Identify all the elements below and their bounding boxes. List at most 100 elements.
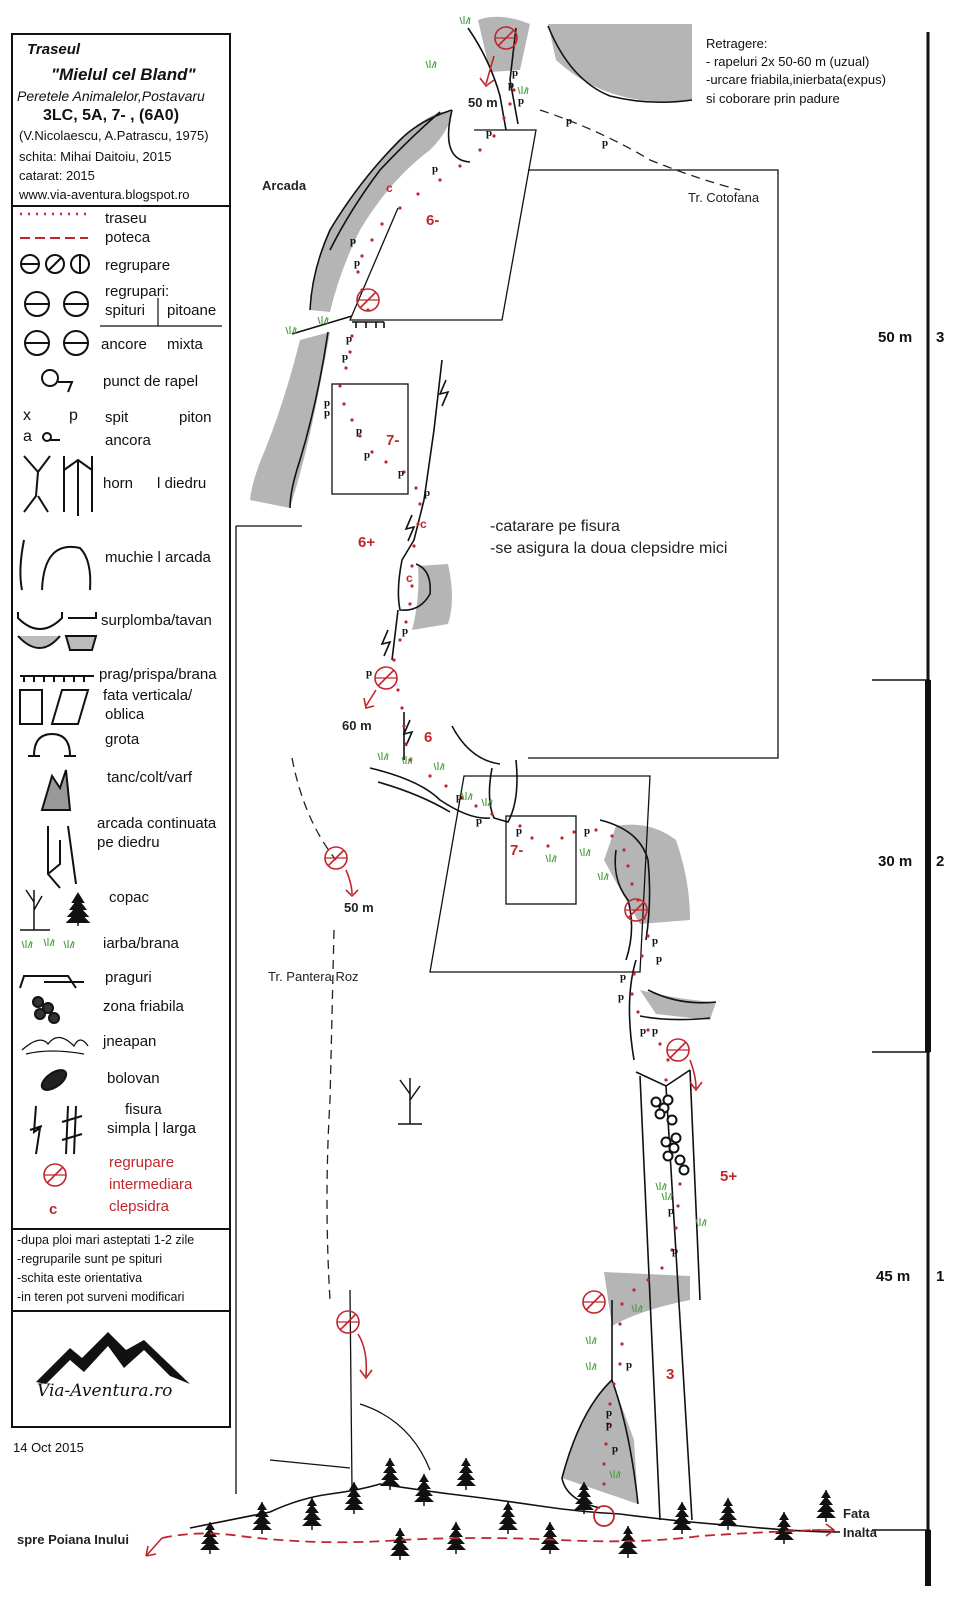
svg-text:p: p: [652, 1025, 658, 1037]
legend-muchie: muchie l arcada: [105, 549, 211, 566]
svg-text:p: p: [602, 137, 608, 149]
approach-trail: [161, 1529, 821, 1544]
legend-iarba: iarba/brana: [103, 935, 179, 952]
crack-note-1: -catarare pe fisura: [490, 518, 620, 535]
svg-text:p: p: [612, 1443, 618, 1455]
grade-6: 6: [424, 729, 433, 746]
legend-fata-verticala: fata verticala/: [103, 687, 193, 704]
legend-jneapan: jneapan: [103, 1033, 157, 1050]
approach-left-label: spre Poiana Inului: [17, 1532, 129, 1547]
svg-text:p: p: [476, 815, 482, 827]
legend-grota: grota: [105, 731, 140, 748]
svg-text:p: p: [324, 397, 330, 409]
note-2: -regruparile sunt pe spituri: [17, 1252, 163, 1266]
legend-copac: copac: [109, 889, 150, 906]
svg-text:p: p: [456, 791, 462, 803]
note-3: -schita este orientativa: [17, 1271, 143, 1285]
legend-x-symbol: x: [23, 407, 31, 424]
sketch-author: schita: Mihai Daitoiu, 2015: [19, 149, 172, 164]
grade-6-minus: 6-: [426, 212, 440, 229]
svg-text:p: p: [486, 127, 492, 139]
pitch3-length: 50 m: [878, 329, 913, 346]
legend-oblica: oblica: [105, 706, 145, 723]
legend-prag: prag/prispa/brana: [99, 666, 217, 683]
legend-spituri: spituri: [105, 302, 146, 319]
rappel-length-top: 50 m: [468, 95, 498, 110]
logo-mountains: [36, 1332, 190, 1384]
rock-lines: [189, 25, 841, 1533]
retreat-line2: -urcare friabila,inierbata(expus): [706, 72, 886, 87]
legend-praguri: praguri: [105, 969, 152, 986]
svg-text:p: p: [364, 449, 370, 461]
svg-text:p: p: [626, 1359, 632, 1371]
header-label: Traseul: [27, 41, 81, 58]
legend-arcada-continuata: arcada continuata: [97, 815, 217, 832]
legend-bolovan: bolovan: [107, 1070, 160, 1087]
legend-p-symbol: p: [69, 407, 78, 424]
trail-arrow-left: [145, 1537, 163, 1557]
svg-text:p: p: [432, 163, 438, 175]
svg-text:p: p: [398, 467, 404, 479]
svg-text:p: p: [606, 1407, 612, 1419]
svg-text:p: p: [366, 667, 372, 679]
arcada-label: Arcada: [262, 178, 307, 193]
rock-shading: [250, 16, 716, 1504]
clepsidra-marks: c c c: [386, 181, 427, 585]
svg-text:p: p: [350, 235, 356, 247]
pitch3-number: 3: [936, 329, 945, 346]
crack-note-2: -se asigura la doua clepsidre mici: [490, 540, 728, 557]
svg-text:c: c: [420, 517, 427, 531]
svg-text:p: p: [346, 333, 352, 345]
svg-text:p: p: [402, 625, 408, 637]
route-grade-line: 3LC, 5A, 7- , (6A0): [43, 107, 180, 124]
retreat-title: Retragere:: [706, 36, 768, 51]
svg-text:c: c: [386, 181, 393, 195]
legend-spit: spit: [105, 409, 129, 426]
sketch-date: 14 Oct 2015: [13, 1440, 84, 1455]
route-location: Peretele Animalelor,Postavaru: [17, 88, 205, 104]
svg-text:p: p: [354, 257, 360, 269]
legend-a-symbol: a: [23, 428, 32, 445]
rappel-arrows: [345, 55, 703, 1380]
trail-arrow-right: [812, 1523, 836, 1537]
legend-divider: [13, 205, 229, 207]
legend-fisura-types: simpla | larga: [107, 1120, 196, 1137]
note-1: -dupa ploi mari asteptati 1-2 zile: [17, 1233, 195, 1247]
pitch2-number: 2: [936, 853, 945, 870]
legend-divider: [13, 1310, 229, 1312]
legend-horn: horn: [103, 475, 134, 492]
pitch1-number: 1: [936, 1268, 945, 1285]
svg-text:p: p: [512, 67, 518, 79]
pitch1-length: 45 m: [876, 1268, 911, 1285]
bare-tree: [398, 1078, 422, 1125]
approach-right-label-2: Inalta: [843, 1525, 877, 1540]
legend-c-symbol: c: [49, 1201, 58, 1218]
rappel-length-left: 50 m: [344, 900, 374, 915]
legend-divider: [13, 1228, 229, 1230]
grade-7-minus-mid: 7-: [510, 842, 524, 859]
climbed-year: catarat: 2015: [19, 168, 95, 183]
legend-pe-diedru: pe diedru: [97, 834, 160, 851]
legend-ancore: ancore: [101, 336, 147, 353]
retreat-line1: - rapeluri 2x 50-60 m (uzual): [706, 54, 870, 69]
loose-rock-zone: [650, 1094, 690, 1176]
svg-text:c: c: [406, 571, 413, 585]
svg-text:p: p: [652, 935, 658, 947]
legend-panel: Traseul "Mielul cel Bland" Peretele Anim…: [11, 33, 231, 1428]
legend-traseu: traseu: [105, 210, 147, 227]
legend-mixta: mixta: [167, 336, 203, 353]
legend-icons: [20, 212, 88, 239]
legend-regrupare-intermediara: regrupare: [109, 1154, 175, 1171]
legend-pitoane: pitoane: [167, 302, 217, 319]
legend-poteca: poteca: [105, 229, 151, 246]
rappel-length-mid: 60 m: [342, 718, 372, 733]
legend-tanc: tanc/colt/varf: [107, 769, 193, 786]
grade-5-plus: 5+: [720, 1168, 738, 1185]
legend-clepsidra: clepsidra: [109, 1198, 170, 1215]
svg-text:p: p: [518, 95, 524, 107]
svg-text:p: p: [620, 971, 626, 983]
route-name: "Mielul cel Bland": [51, 65, 196, 84]
svg-text:p: p: [516, 825, 522, 837]
